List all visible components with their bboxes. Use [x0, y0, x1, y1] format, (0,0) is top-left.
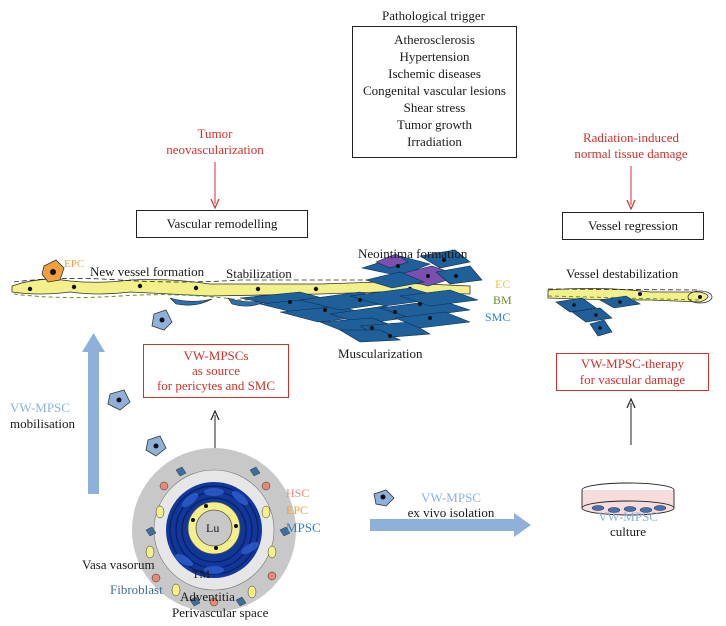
- trigger-item: Atherosclerosis: [394, 32, 475, 47]
- smc-label: SMC: [485, 310, 511, 324]
- radiation-label-line1: Radiation-induced: [582, 130, 680, 145]
- tm-label: TM: [192, 567, 210, 581]
- vascular-remodelling-box: Vascular remodelling: [136, 210, 308, 238]
- vasa-vasorum-label: Vasa vasorum: [82, 557, 155, 572]
- tumor-label-line1: Tumor: [197, 126, 233, 141]
- mobilisation-line2: mobilisation: [10, 416, 75, 431]
- source-line1: VW-MPSCs: [183, 348, 249, 363]
- source-line2: as source: [191, 363, 240, 378]
- mobilisation-arrow: [82, 333, 105, 494]
- adventitia-label: Adventitia: [180, 589, 235, 604]
- radiation-label-line2: normal tissue damage: [574, 146, 688, 161]
- culture-line1: VW-MPSC: [598, 509, 658, 524]
- vascular-remodelling-label: Vascular remodelling: [166, 216, 278, 231]
- stabilization-label: Stabilization: [226, 266, 292, 281]
- fibroblast-label: Fibroblast: [110, 582, 163, 597]
- floating-mpsc-cells: [107, 389, 395, 507]
- lumen-label: Lu: [206, 521, 220, 535]
- new-vessel-formation-label: New vessel formation: [90, 264, 205, 279]
- hsc-label: HSC: [286, 486, 310, 500]
- pathological-trigger-box: Atherosclerosis Hypertension Ischemic di…: [352, 26, 517, 158]
- vessel-regression-label: Vessel regression: [588, 218, 678, 233]
- vessel-destabilization-label: Vessel destabilization: [566, 266, 679, 281]
- vw-mpsc-source-box: VW-MPSCs as source for pericytes and SMC: [143, 344, 289, 398]
- epc-label: EPC: [64, 258, 85, 270]
- mobilisation-line1: VW-MPSC: [10, 400, 70, 415]
- therapy-line1: VW-MPSC-therapy: [580, 356, 685, 371]
- trigger-item: Hypertension: [399, 49, 470, 64]
- culture-line2: culture: [609, 524, 647, 539]
- vessel-regression-box: Vessel regression: [562, 212, 704, 240]
- cross-epc-label: EPC: [286, 503, 309, 517]
- vw-mpsc-therapy-box: VW-MPSC-therapy for vascular damage: [556, 353, 709, 391]
- culture-dish: [581, 482, 675, 516]
- perivascular-space-label: Perivascular space: [172, 605, 269, 620]
- trigger-item: Tumor growth: [396, 117, 472, 132]
- ec-label: EC: [495, 277, 511, 291]
- isolation-arrow: [370, 513, 531, 537]
- trigger-item: Shear stress: [403, 100, 466, 115]
- vessel-strip: [11, 249, 713, 343]
- pathological-trigger-title: Pathological trigger: [382, 8, 485, 23]
- source-line3: for pericytes and SMC: [156, 378, 276, 393]
- vessel-cross-section: [132, 448, 296, 612]
- tumor-label-line2: neovascularization: [166, 142, 264, 157]
- trigger-item: Congenital vascular lesions: [363, 83, 506, 98]
- trigger-item: Irradiation: [407, 134, 462, 149]
- mpsc-label: MPSC: [286, 520, 321, 535]
- isolation-line1: VW-MPSC: [421, 490, 481, 505]
- isolation-line2: ex vivo isolation: [407, 505, 495, 520]
- muscularization-label: Muscularization: [338, 346, 423, 361]
- therapy-line2: for vascular damage: [579, 372, 686, 387]
- bm-label: BM: [493, 293, 512, 307]
- neointima-formation-label: Neointima formation: [358, 246, 468, 261]
- trigger-item: Ischemic diseases: [388, 66, 481, 81]
